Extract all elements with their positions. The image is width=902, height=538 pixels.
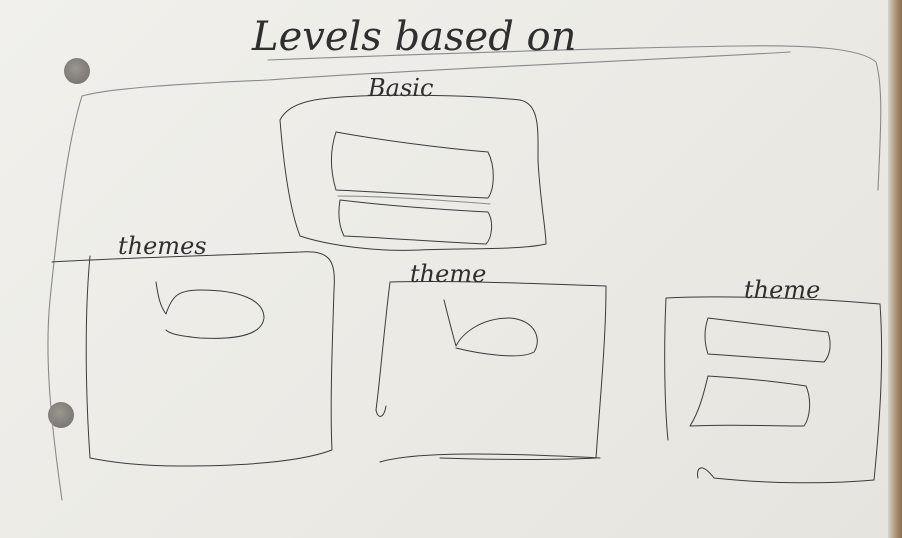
theme-box-left xyxy=(51,251,335,467)
theme-middle-shape xyxy=(443,299,538,357)
basic-bar-1 xyxy=(331,131,494,199)
basic-label: Basic xyxy=(367,74,433,102)
theme-right-bar-1 xyxy=(704,317,831,363)
theme-label-left: themes xyxy=(118,232,207,260)
theme-left-shape xyxy=(155,281,265,339)
theme-right-bar-2 xyxy=(689,375,811,427)
theme-middle-floor xyxy=(379,453,601,463)
binder-hole-top xyxy=(64,58,90,84)
theme-box-right xyxy=(664,296,883,484)
theme-label-middle: theme xyxy=(410,260,486,288)
diagram-title: Levels based on xyxy=(251,14,576,60)
basic-bar-2 xyxy=(338,199,493,245)
basic-box-outline xyxy=(279,94,547,251)
theme-box-middle xyxy=(375,280,607,460)
page-edge xyxy=(888,0,902,538)
outer-enclosure xyxy=(47,45,882,501)
theme-label-right: theme xyxy=(744,276,820,304)
